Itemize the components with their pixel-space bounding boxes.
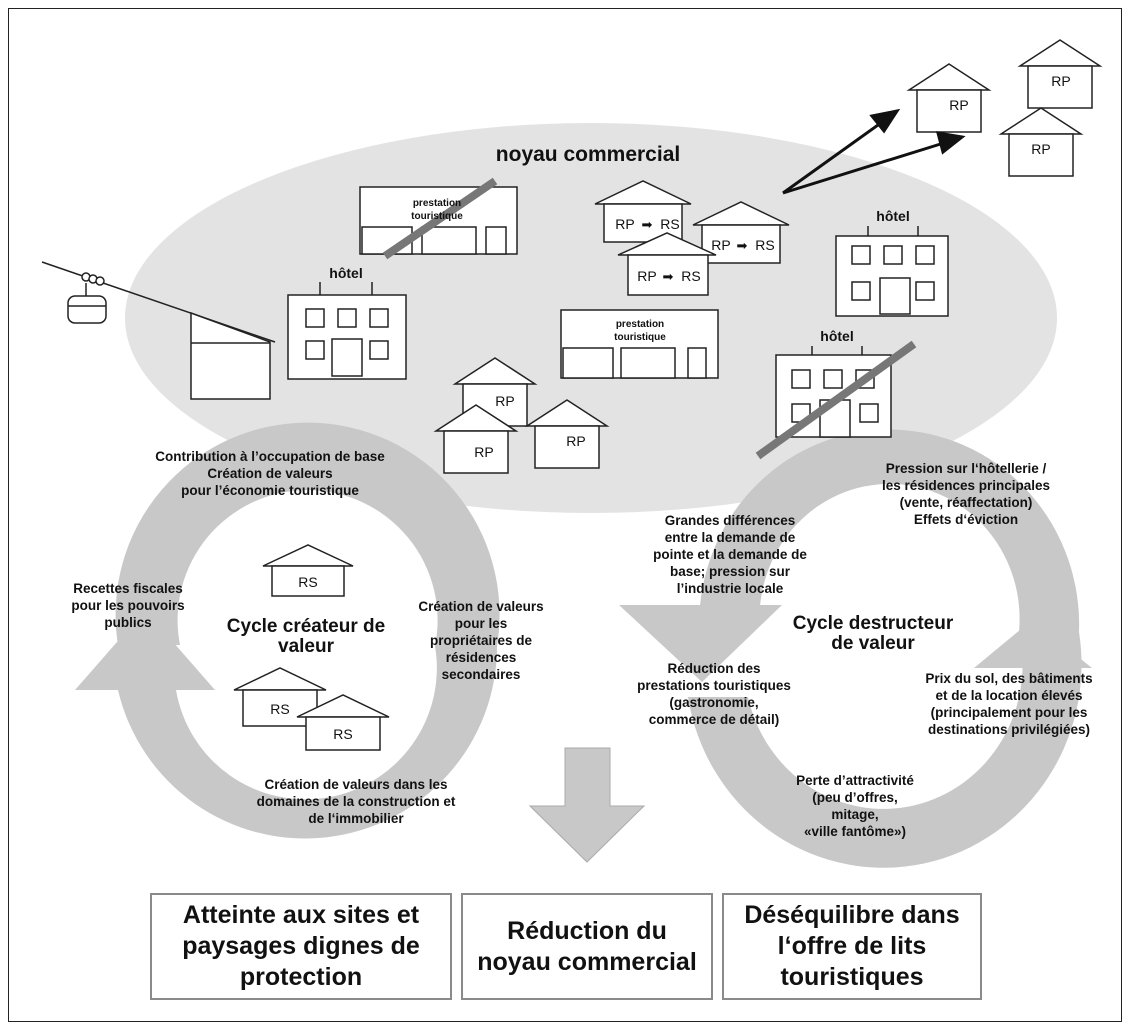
outcome-text: Réduction du noyau commercial	[477, 916, 697, 976]
rp-label: RP	[566, 433, 585, 449]
converted-house	[594, 180, 692, 243]
hotel-building	[835, 226, 949, 317]
hotel-sign-text: hôtel	[329, 265, 362, 281]
rp-label: RP	[474, 444, 493, 460]
left-cycle-bottom-label: Création de valeurs dans les domaines de…	[256, 777, 456, 826]
conversion-to-text: RS	[660, 216, 679, 232]
right-cycle-bottom-label: Perte d’attractivité (peu d’offres, mita…	[796, 773, 914, 839]
diagram-frame	[8, 8, 1122, 1022]
right-cycle-top-right-label: Pression sur l‘hôtellerie / les résidenc…	[881, 461, 1051, 527]
lift-station	[190, 311, 271, 400]
outcome-text: Déséquilibre dans l‘offre de lits touris…	[744, 901, 960, 991]
rs-label: RS	[270, 701, 289, 717]
left-cycle-left-label: Recettes fiscales pour les pouvoirs publ…	[71, 581, 185, 630]
hotel-building	[287, 282, 407, 380]
outcome-box-landscape: Atteinte aux sites et paysages dignes de…	[150, 893, 452, 1000]
right-cycle-left-label: Réduction des prestations touristiques (…	[637, 661, 791, 727]
converted-house	[692, 201, 790, 264]
outcome-box-bed-imbalance: Déséquilibre dans l‘offre de lits touris…	[722, 893, 982, 1000]
second-home-house	[296, 694, 390, 751]
rs-label: RS	[333, 726, 352, 742]
arrow-right-icon: ➡	[642, 217, 653, 232]
hotel-sign-text: hôtel	[820, 328, 853, 344]
converted-house	[617, 232, 717, 296]
left-cycle-title: Cycle créateur de valeur	[226, 616, 386, 657]
tourist-service-building	[560, 309, 719, 379]
prestation-text: touristique	[614, 332, 666, 343]
hotel-sign-text: hôtel	[876, 208, 909, 224]
outcome-text: Atteinte aux sites et paysages dignes de…	[182, 901, 420, 991]
conversion-to-text: RS	[681, 268, 700, 284]
left-cycle-top-label: Contribution à l’occupation de base Créa…	[155, 449, 385, 498]
strike-line	[382, 177, 498, 260]
rs-label: RS	[298, 574, 317, 590]
down-arrow	[528, 747, 646, 863]
left-cycle-right-label: Création de valeurs pour les propriétair…	[418, 599, 544, 682]
prestation-text: prestation	[413, 198, 461, 209]
prestation-text: touristique	[411, 211, 463, 222]
second-home-house	[233, 667, 327, 727]
rp-label: RP	[949, 97, 968, 113]
strike-line	[755, 340, 917, 460]
cable-car-icon	[41, 261, 276, 343]
right-cycle-title: Cycle destructeur de valeur	[792, 613, 954, 654]
outcome-box-commercial-core: Réduction du noyau commercial	[461, 893, 713, 1000]
conversion-from-text: RP	[615, 216, 634, 232]
right-cycle-arrow	[619, 429, 1092, 868]
hotel-building	[775, 346, 892, 438]
rp-label: RP	[1051, 73, 1070, 89]
right-cycle-top-left-label: Grandes différences entre la demande de …	[653, 513, 807, 596]
conversion-from-text: RP	[711, 237, 730, 253]
arrow-right-icon: ➡	[737, 238, 748, 253]
prestation-text: prestation	[616, 319, 664, 330]
conversion-to-text: RS	[755, 237, 774, 253]
right-cycle-right-label: Prix du sol, des bâtiments et de la loca…	[925, 671, 1093, 737]
core-title: noyau commercial	[496, 143, 680, 166]
arrow-right-icon: ➡	[663, 269, 674, 284]
second-home-house	[262, 544, 354, 597]
rp-label: RP	[1031, 141, 1050, 157]
left-cycle-arrow	[75, 422, 500, 839]
conversion-from-text: RP	[637, 268, 656, 284]
rp-label: RP	[495, 393, 514, 409]
relocation-arrow	[782, 108, 966, 195]
